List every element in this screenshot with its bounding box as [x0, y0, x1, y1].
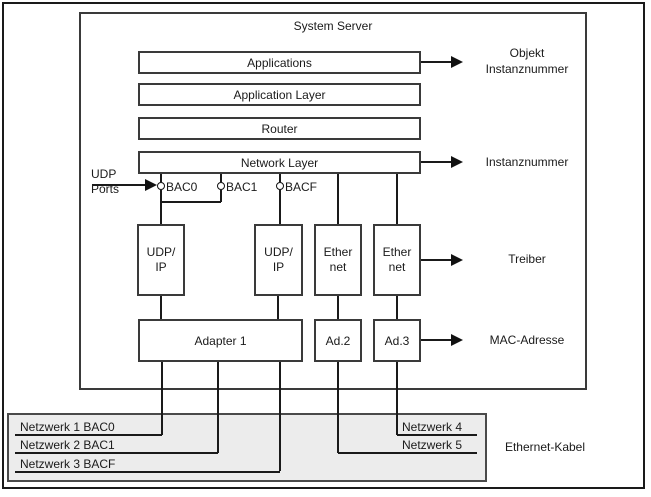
port-stub-bac1	[220, 174, 222, 182]
port-stub-bac0	[160, 174, 162, 182]
port-label-bacf: BACF	[285, 180, 318, 194]
application-layer-box: Application Layer	[138, 83, 421, 106]
udp-ports-label: UDP Ports	[91, 167, 120, 196]
netzwerk3-label: Netzwerk 3 BACF	[20, 457, 116, 471]
ad2-box: Ad.2	[314, 319, 362, 362]
ad3-label: Ad.3	[384, 333, 410, 348]
line-bac1-drop	[220, 190, 222, 202]
arrow-right-icon-treiber	[451, 254, 463, 266]
arrow-right-icon-objekt	[451, 56, 463, 68]
network-layer-box: Network Layer	[138, 151, 421, 174]
arrow-line-mac	[421, 339, 452, 341]
netzwerk1-line	[15, 434, 162, 436]
arrow-line-treiber	[421, 259, 452, 261]
line-ethernet2-to-ad3	[396, 296, 398, 319]
arrow-line-instanznummer	[421, 161, 452, 163]
ethernet-box-2: Ether net	[373, 224, 421, 296]
port-circle-bac0	[157, 182, 165, 190]
adapter1-label: Adapter 1	[194, 333, 247, 348]
udp-ip-label-1: UDP/ IP	[146, 245, 176, 274]
ethernet-box-1: Ether net	[314, 224, 362, 296]
port-stub-bacf	[279, 174, 281, 182]
line-network-to-ethernet2	[396, 174, 398, 224]
line-bac0-to-udpip1	[160, 190, 162, 224]
line-bacf-to-udpip2	[279, 190, 281, 224]
ethernet-label-2: Ether net	[382, 245, 412, 274]
ethernet-label-1: Ether net	[323, 245, 353, 274]
line-adapter1-to-netzwerk1	[161, 362, 163, 435]
line-ad3-to-netzwerk4	[396, 362, 398, 435]
netzwerk5-label: Netzwerk 5	[402, 438, 463, 452]
arrow-right-icon-instanznummer	[451, 156, 463, 168]
netzwerk2-label: Netzwerk 2 BAC1	[20, 438, 115, 452]
arrow-right-icon-mac	[451, 334, 463, 346]
netzwerk4-line	[397, 434, 477, 436]
port-circle-bac1	[217, 182, 225, 190]
netzwerk3-line	[15, 471, 280, 473]
netzwerk1-label: Netzwerk 1 BAC0	[20, 420, 115, 434]
udp-ip-box-1: UDP/ IP	[137, 224, 185, 296]
networks-box	[7, 413, 487, 482]
network-layer-label: Network Layer	[240, 155, 319, 170]
annotation-instanznummer: Instanznummer	[485, 155, 569, 169]
arrow-right-icon-udp-ports	[145, 179, 157, 191]
ad2-label: Ad.2	[325, 333, 351, 348]
router-label: Router	[261, 121, 298, 136]
netzwerk4-label: Netzwerk 4	[402, 420, 463, 434]
page-border	[2, 2, 645, 489]
port-label-bac1: BAC1	[226, 180, 258, 194]
router-box: Router	[138, 117, 421, 140]
applications-box: Applications	[138, 51, 421, 74]
line-network-to-ethernet1	[337, 174, 339, 224]
line-udpip1-to-adapter1	[160, 296, 162, 319]
application-layer-label: Application Layer	[233, 87, 326, 102]
ethernet-kabel-label: Ethernet-Kabel	[504, 440, 586, 454]
line-ad2-to-netzwerk5	[337, 362, 339, 453]
annotation-objekt-instanznummer: Objekt Instanznummer	[485, 46, 569, 76]
line-adapter1-to-netzwerk2	[217, 362, 219, 453]
udp-ports-arrow-line	[92, 184, 146, 186]
line-udpip2-to-adapter1	[277, 296, 279, 319]
udp-ip-box-2: UDP/ IP	[254, 224, 303, 296]
applications-label: Applications	[247, 55, 312, 70]
annotation-mac-adresse: MAC-Adresse	[489, 333, 565, 347]
adapter1-box: Adapter 1	[138, 319, 303, 362]
line-adapter1-to-netzwerk3	[279, 362, 281, 471]
system-server-box	[79, 12, 587, 390]
port-label-bac0: BAC0	[166, 180, 198, 194]
system-server-title: System Server	[293, 19, 373, 33]
ad3-box: Ad.3	[373, 319, 421, 362]
netzwerk2-line	[15, 452, 218, 454]
udp-ip-label-2: UDP/ IP	[264, 245, 293, 274]
annotation-treiber: Treiber	[508, 252, 546, 266]
line-ethernet1-to-ad2	[337, 296, 339, 319]
arrow-line-objekt	[421, 61, 452, 63]
line-bac1-to-bac0	[161, 201, 221, 203]
port-circle-bacf	[276, 182, 284, 190]
netzwerk5-line	[338, 452, 477, 454]
